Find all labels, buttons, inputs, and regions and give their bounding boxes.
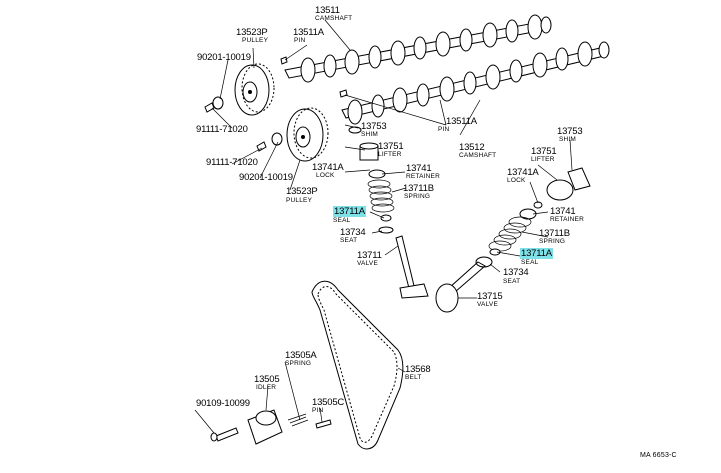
camshaft-1-name: CAMSHAFT (315, 15, 353, 22)
pulley-1-name: PULLEY (242, 37, 269, 44)
spring-2-number: 13711B (539, 228, 570, 239)
retainer-2-number: 13741 (550, 206, 576, 217)
bolt-5-number: 90109-10099 (196, 398, 250, 409)
lifter-1-name: LIFTER (378, 151, 402, 158)
shim-2-number: 13753 (557, 126, 583, 137)
seat-2-number: 13734 (503, 267, 529, 278)
shim-1-number: 13753 (361, 121, 387, 132)
valve-1-number: 13711 (357, 250, 382, 261)
right-valve-train[interactable] (435, 167, 591, 313)
leader-lines (194, 19, 573, 434)
bolt-washers[interactable] (204, 96, 283, 152)
pin-2-name: PIN (438, 126, 450, 133)
pin-3-name: PIN (312, 407, 324, 414)
retainer-2-name: RETAINER (550, 216, 584, 223)
spring-1-number: 13711B (403, 183, 434, 194)
seat-1-name: SEAT (340, 237, 358, 244)
spring-3-name: SPRING (285, 360, 312, 367)
pulley-2-number: 13523P (286, 186, 318, 197)
bolt-1-number: 90201-10019 (197, 52, 251, 63)
retainer-1-number: 13741 (406, 163, 432, 174)
spring-2-name: SPRING (539, 238, 566, 245)
shim-1-name: SHIM (361, 131, 379, 138)
idler-number: 13505 (254, 374, 280, 385)
lifter-2-name: LIFTER (531, 156, 555, 163)
pin-1-number: 13511A (293, 27, 324, 38)
belt-name: BELT (405, 374, 422, 381)
lock-1-name: LOCK (316, 172, 335, 179)
seal-1-number: 13711A (333, 206, 366, 217)
retainer-1-name: RETAINER (406, 173, 440, 180)
valve-1-name: VALVE (357, 260, 378, 267)
pin-2-number: 13511A (446, 116, 477, 127)
lower-pulley[interactable] (286, 107, 329, 162)
seal-2-name: SEAL (521, 259, 539, 266)
lock-2-name: LOCK (507, 177, 526, 184)
pulley-2-name: PULLEY (286, 197, 313, 204)
idler-name: IDLER (256, 384, 277, 391)
camshaft-2-name: CAMSHAFT (459, 152, 497, 159)
seal-2-number: 13711A (520, 248, 553, 259)
seat-1-number: 13734 (340, 227, 366, 238)
left-valve-train[interactable] (348, 126, 429, 299)
valve-2-name: VALVE (477, 301, 498, 308)
bolt-2-number: 91111-71020 (196, 124, 248, 135)
seat-2-name: SEAT (503, 278, 521, 285)
seal-1-number-highlight: 13711A (333, 206, 366, 217)
upper-pulley[interactable] (234, 63, 275, 116)
bolt-3-number: 91111-71020 (206, 157, 258, 168)
spring-3-number: 13505A (285, 350, 317, 361)
valve-2-number: 13715 (477, 291, 503, 302)
seal-2-number-highlight: 13711A (520, 248, 553, 259)
spring-1-name: SPRING (404, 193, 431, 200)
pin-3-number: 13505C (312, 397, 345, 408)
bolt-4-number: 90201-10019 (239, 172, 293, 183)
seal-1-name: SEAL (333, 217, 351, 224)
lifter-2-number: 13751 (531, 146, 557, 157)
camshaft-pins[interactable] (280, 56, 348, 98)
timing-belt[interactable] (311, 280, 404, 450)
figure-code: MA 6653-C (640, 452, 677, 459)
shim-2-name: SHIM (559, 136, 577, 143)
lock-2-number: 13741A (507, 167, 539, 178)
idler-assembly[interactable] (210, 409, 332, 445)
lifter-1-number: 13751 (378, 141, 404, 152)
camshaft-2-number: 13512 (459, 142, 485, 153)
pin-1-name: PIN (294, 37, 306, 44)
belt-number: 13568 (405, 364, 431, 375)
lock-1-number: 13741A (312, 162, 344, 173)
upper-camshaft[interactable] (284, 14, 552, 83)
camshaft-1-number: 13511 (315, 5, 340, 16)
lower-camshaft[interactable] (341, 41, 610, 125)
pulley-1-number: 13523P (236, 27, 268, 38)
